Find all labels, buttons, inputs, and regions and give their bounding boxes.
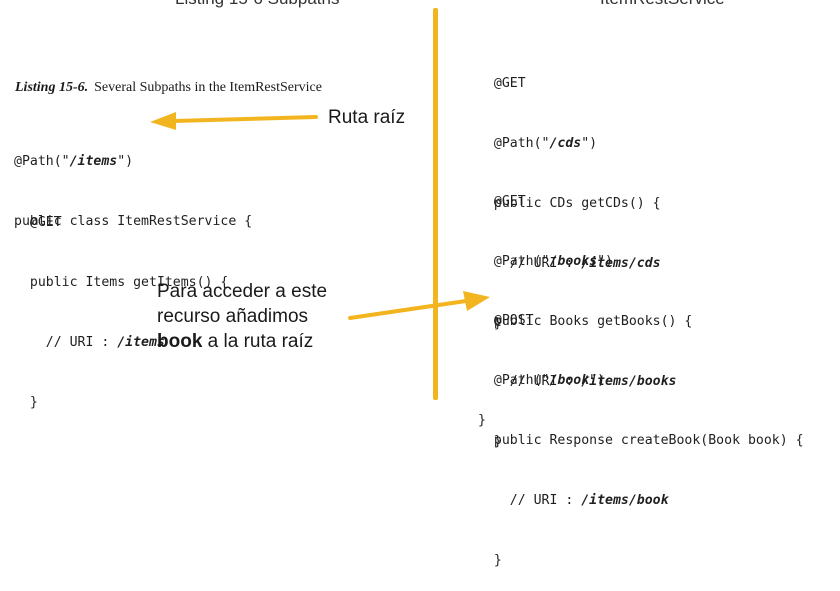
clipped-header-left: Listing 15-6 Subpaths <box>175 0 339 9</box>
code-line: public Response createBook(Book book) { <box>478 433 804 448</box>
clipped-header-right: ItemRestService <box>600 0 725 9</box>
vertical-divider <box>433 8 438 400</box>
code-line: public Items getItems() { <box>14 275 229 290</box>
code-line: } <box>478 553 502 568</box>
explanation-line: Para acceder a este <box>157 281 328 302</box>
code-line: public CDs getCDs() { <box>478 196 661 211</box>
subpath-arrow <box>348 291 490 320</box>
code-line: @GET <box>14 215 62 230</box>
explanation-line: book a la ruta raíz <box>157 331 314 352</box>
right-code-block-books: @GET @Path("/books") public Books getBoo… <box>478 152 693 472</box>
caption-text: Several Subpaths in the ItemRestService <box>94 80 322 95</box>
left-code-block: @Path("/items") public class ItemRestSer… <box>14 112 252 252</box>
code-line: @GET <box>478 76 526 91</box>
code-line: @Path("/book") <box>478 373 606 388</box>
code-line: } <box>478 316 502 331</box>
root-path-arrow <box>150 112 318 130</box>
left-code-method: @GET public Items getItems() { // URI : … <box>14 173 229 433</box>
code-line: @Path("/cds") <box>478 136 598 151</box>
right-code-block-cds: @GET @Path("/cds") public CDs getCDs() {… <box>478 34 661 354</box>
code-line: } <box>14 395 38 410</box>
root-path-label: Ruta raíz <box>328 107 406 128</box>
subpath-explanation: Para acceder a este recurso añadimos boo… <box>157 279 377 354</box>
listing-caption: Listing 15-6. Several Subpaths in the Ite… <box>15 80 322 96</box>
code-line: @Path("/items") <box>14 154 134 169</box>
code-line: } <box>478 413 486 428</box>
code-line: // URI : /items/book <box>478 493 669 508</box>
annotation-arrows <box>150 112 490 320</box>
code-line: @POST <box>478 313 534 328</box>
explanation-line: recurso añadimos <box>157 306 309 327</box>
code-line: @GET <box>478 194 526 209</box>
code-line: @Path("/books") <box>478 254 613 269</box>
code-line: public Books getBooks() { <box>478 314 693 329</box>
code-line: // URI : /items/books <box>478 374 677 389</box>
code-line: // URI : /items <box>14 335 165 350</box>
clipped-header: Listing 15-6 Subpaths ItemRestService <box>0 0 840 12</box>
code-line: // URI : /items/cds <box>478 256 661 271</box>
code-line: public class ItemRestService { <box>14 214 253 229</box>
explanation-bold: book <box>157 331 203 352</box>
caption-label: Listing 15-6. <box>15 80 89 95</box>
